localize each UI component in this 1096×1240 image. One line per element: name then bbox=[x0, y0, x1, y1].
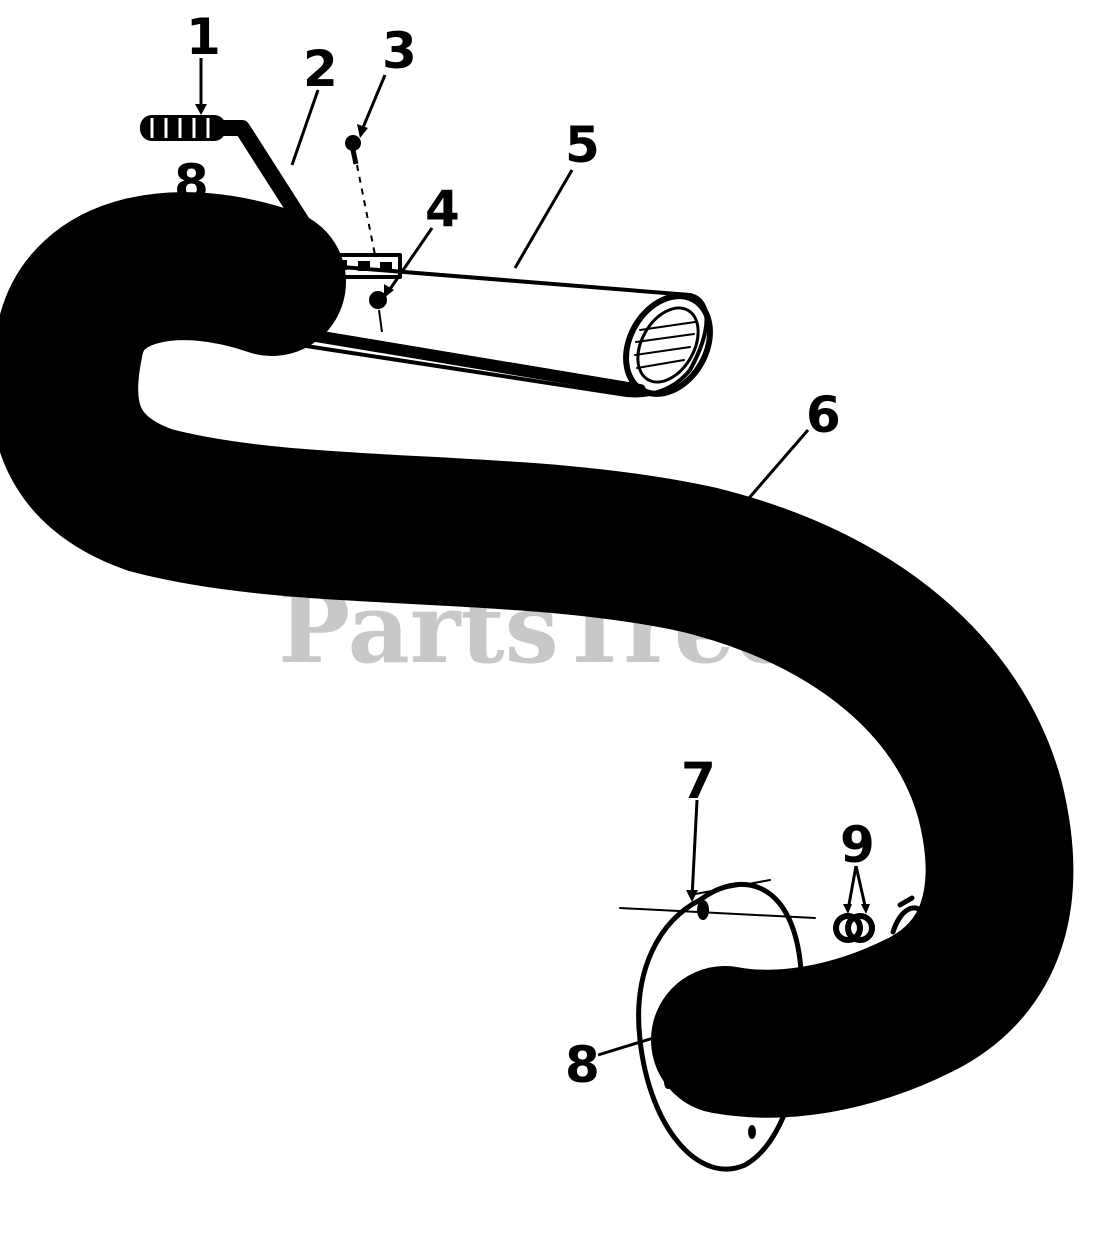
hose-rib bbox=[460, 462, 475, 604]
callout-8-bottom: 8 bbox=[565, 1036, 600, 1094]
hose-rib bbox=[879, 648, 990, 742]
hose-rib bbox=[760, 525, 821, 656]
hose-rib bbox=[490, 464, 505, 605]
hose-rib bbox=[73, 422, 153, 543]
callout-8-top: 8 bbox=[174, 154, 209, 212]
hose-clamp-icon bbox=[702, 974, 734, 1086]
hose-rib bbox=[85, 216, 151, 344]
hose-rib bbox=[9, 407, 139, 470]
hose-rib bbox=[0, 335, 138, 365]
hose-rib bbox=[215, 445, 240, 586]
flex-hose-icon bbox=[0, 192, 1074, 1118]
hose-rib bbox=[340, 456, 355, 597]
hose-rib bbox=[633, 480, 659, 620]
hose-rib bbox=[735, 513, 789, 646]
hose-rib bbox=[926, 816, 1066, 843]
hose-clamp-icon bbox=[256, 226, 284, 344]
screw-icon bbox=[345, 135, 376, 256]
hose-rib bbox=[733, 972, 752, 1113]
hose-rib bbox=[861, 953, 918, 1085]
hose-rib bbox=[605, 476, 628, 616]
hose-rib bbox=[711, 502, 757, 638]
leader-lines bbox=[195, 58, 870, 1057]
hose-rib bbox=[838, 961, 884, 1097]
hose-rib bbox=[765, 973, 777, 1114]
hose-rib bbox=[928, 880, 1069, 899]
hose-rib bbox=[884, 942, 950, 1071]
callout-9: 9 bbox=[840, 816, 875, 874]
hose-rib bbox=[893, 678, 1012, 760]
callout-4: 4 bbox=[425, 180, 460, 238]
hose-rib bbox=[805, 557, 882, 679]
hose-ribs bbox=[0, 196, 1070, 1114]
hose-rib bbox=[279, 452, 297, 593]
hose-rib bbox=[401, 459, 415, 600]
hose-rib bbox=[183, 441, 213, 581]
hose-rib bbox=[577, 472, 597, 613]
washer-icon bbox=[833, 895, 933, 951]
hose-rib bbox=[921, 781, 1059, 819]
hose-rib bbox=[863, 621, 966, 724]
nut-icon bbox=[369, 291, 387, 333]
hose-rib bbox=[929, 854, 1070, 867]
hose-rib bbox=[919, 911, 1045, 982]
hose-rib bbox=[371, 457, 385, 599]
handle-grip-icon bbox=[140, 115, 226, 141]
hose-rib bbox=[37, 414, 144, 513]
hose-rib bbox=[151, 436, 187, 574]
hose-rib bbox=[310, 454, 326, 595]
hose-rib bbox=[519, 466, 536, 607]
hose-rib bbox=[792, 971, 814, 1112]
hose-rib bbox=[905, 710, 1032, 780]
hose-rib bbox=[196, 197, 215, 337]
callout-1: 1 bbox=[186, 8, 221, 66]
hose-rib bbox=[548, 469, 566, 610]
callout-5: 5 bbox=[565, 116, 600, 174]
hose-rib bbox=[168, 196, 181, 337]
hose-rib bbox=[431, 461, 445, 602]
mounting-plate-icon bbox=[619, 879, 816, 1172]
hose-rib bbox=[660, 486, 691, 625]
hose-rib bbox=[914, 744, 1047, 800]
hose-rib bbox=[0, 375, 135, 388]
hose-rib bbox=[685, 493, 725, 630]
hose-rib bbox=[845, 597, 939, 708]
hose-rib bbox=[129, 201, 164, 340]
hose-rib bbox=[42, 245, 144, 348]
hose-rib bbox=[826, 576, 911, 693]
callout-3: 3 bbox=[382, 22, 417, 80]
hose-rib bbox=[11, 290, 141, 352]
callout-7: 7 bbox=[681, 752, 716, 810]
hose-rib bbox=[111, 430, 169, 562]
callout-2: 2 bbox=[303, 40, 338, 98]
hose-rib bbox=[925, 897, 1061, 940]
hose-rib bbox=[783, 540, 851, 667]
hose-rib bbox=[219, 202, 252, 341]
callout-6: 6 bbox=[806, 386, 841, 444]
hose-rib bbox=[0, 397, 136, 422]
hose-rib bbox=[815, 967, 850, 1106]
hose-rib bbox=[247, 449, 268, 589]
nozzle-tube-icon bbox=[259, 253, 713, 398]
